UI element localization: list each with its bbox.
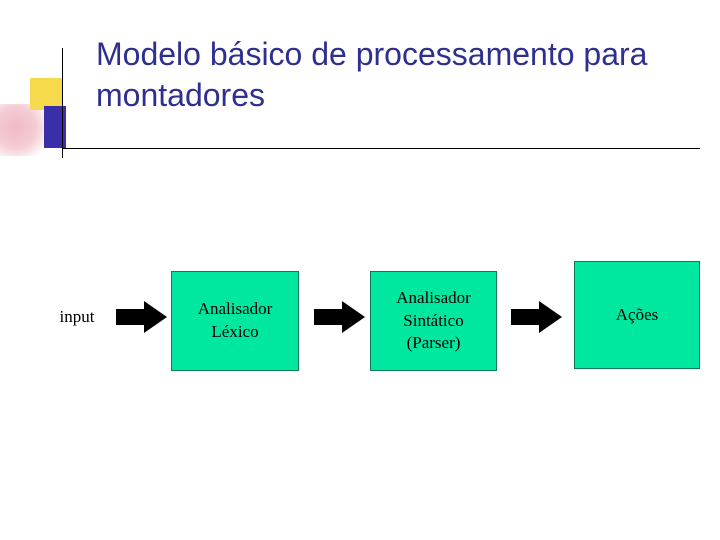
node-lexical-analyzer bbox=[171, 271, 299, 371]
slide-title: Modelo básico de processamento para mont… bbox=[96, 36, 648, 113]
vertical-divider bbox=[62, 48, 63, 158]
decorative-corner-graphic bbox=[0, 48, 96, 158]
node-syntax-analyzer bbox=[370, 271, 497, 371]
yellow-square-icon bbox=[30, 78, 62, 110]
arrow-right-icon-2 bbox=[314, 301, 365, 333]
node-lexical-analyzer-line2: Léxico bbox=[211, 322, 259, 341]
node-syntax-analyzer-line2: Sintático bbox=[403, 310, 464, 330]
node-syntax-analyzer-line3: (Parser) bbox=[406, 333, 461, 353]
node-syntax-analyzer-label: Analisador Sintático (Parser) bbox=[370, 271, 497, 371]
node-input-label: input bbox=[59, 306, 95, 326]
arrow-right-icon-3 bbox=[511, 301, 562, 333]
title-underline-divider bbox=[62, 148, 700, 149]
blue-rectangle-icon bbox=[44, 106, 66, 148]
pink-gradient-square-icon bbox=[0, 104, 52, 156]
node-lexical-analyzer-label: Analisador Léxico bbox=[171, 271, 299, 371]
node-actions bbox=[574, 261, 700, 369]
node-actions-label: Ações bbox=[615, 304, 659, 324]
node-syntax-analyzer-line1: Analisador bbox=[396, 287, 471, 307]
node-lexical-analyzer-line1: Analisador bbox=[197, 299, 273, 319]
arrow-right-icon-1 bbox=[116, 301, 167, 333]
